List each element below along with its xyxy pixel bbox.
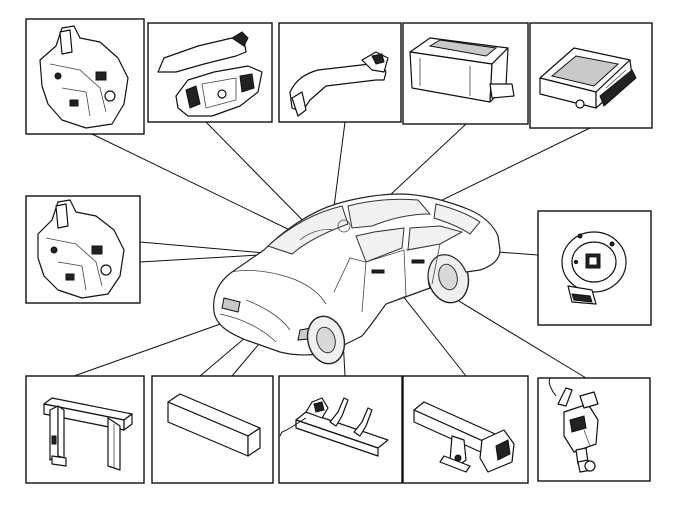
panel-antenna-with-connector[interactable] bbox=[402, 375, 529, 484]
panel-outer-handle[interactable] bbox=[278, 22, 402, 123]
panel-bracket-bar[interactable] bbox=[25, 375, 145, 484]
pedal-switch-icon bbox=[548, 377, 599, 473]
antenna-connector-icon bbox=[413, 401, 515, 473]
panel-antenna-block[interactable] bbox=[151, 375, 274, 484]
panel-control-module[interactable] bbox=[402, 22, 529, 125]
block-icon bbox=[167, 393, 261, 457]
door-handle-bracket-icon bbox=[157, 31, 263, 117]
leader-line-door-lock-front bbox=[91, 133, 299, 235]
door-lock-icon bbox=[37, 199, 125, 299]
bracket-bar-icon bbox=[43, 397, 133, 471]
panel-door-lock-rear[interactable] bbox=[25, 195, 141, 304]
panel-round-switch[interactable] bbox=[537, 210, 652, 326]
panel-brake-pedal-switch[interactable] bbox=[537, 377, 651, 482]
round-switch-icon bbox=[561, 231, 627, 305]
control-module-connector-icon bbox=[539, 47, 637, 109]
panel-antenna-with-cable[interactable] bbox=[278, 375, 403, 484]
door-handle-icon bbox=[289, 51, 389, 117]
leader-line-rear-lock-2 bbox=[139, 253, 277, 263]
panel-frame bbox=[25, 375, 145, 484]
panel-control-module-connector[interactable] bbox=[529, 22, 653, 129]
control-module-icon bbox=[409, 37, 515, 103]
panel-door-lock-front[interactable] bbox=[25, 18, 145, 135]
sedan-car-icon bbox=[213, 193, 501, 365]
leader-line-rear-lock-1 bbox=[139, 241, 277, 255]
panel-outer-handle-with-bracket[interactable] bbox=[147, 22, 273, 123]
door-lock-icon bbox=[39, 25, 129, 129]
leader-line-bracket-bar bbox=[73, 321, 227, 377]
leader-line-handle-bracket bbox=[205, 121, 319, 237]
antenna-cable-icon bbox=[279, 397, 389, 457]
